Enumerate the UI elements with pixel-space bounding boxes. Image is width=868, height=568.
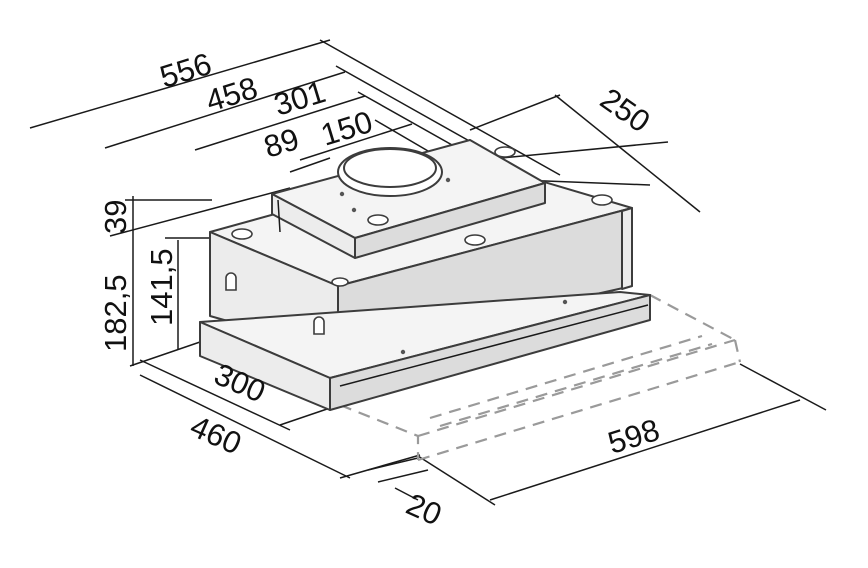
fixing-hole bbox=[367, 214, 389, 226]
dim-total-height: 182,5 bbox=[98, 274, 133, 352]
dim-extension-width: 598 bbox=[604, 412, 664, 461]
fixing-hole bbox=[591, 194, 613, 206]
fixing-hole bbox=[231, 228, 253, 240]
hood-body bbox=[199, 139, 651, 411]
dimension-lines bbox=[29, 39, 827, 506]
side-slot bbox=[313, 316, 325, 335]
motor-housing-front bbox=[354, 182, 546, 259]
dim-outlet-width: 150 bbox=[317, 104, 377, 153]
fixing-hole bbox=[464, 234, 486, 246]
visor-front bbox=[329, 294, 651, 411]
dim-top-height: 39 bbox=[98, 200, 133, 234]
dim-total-depth: 460 bbox=[185, 408, 246, 461]
dim-body-width: 301 bbox=[270, 74, 330, 123]
side-slot bbox=[225, 272, 237, 291]
fixing-hole bbox=[331, 277, 349, 287]
body-right-edge bbox=[621, 207, 633, 290]
fixing-hole bbox=[494, 146, 516, 158]
outlet-collar-inner bbox=[343, 148, 437, 188]
dim-depth-top: 250 bbox=[594, 81, 656, 139]
dim-body-height: 141,5 bbox=[144, 248, 179, 326]
dim-front-thickness: 20 bbox=[401, 486, 447, 532]
extended-visor-outline bbox=[339, 294, 742, 462]
